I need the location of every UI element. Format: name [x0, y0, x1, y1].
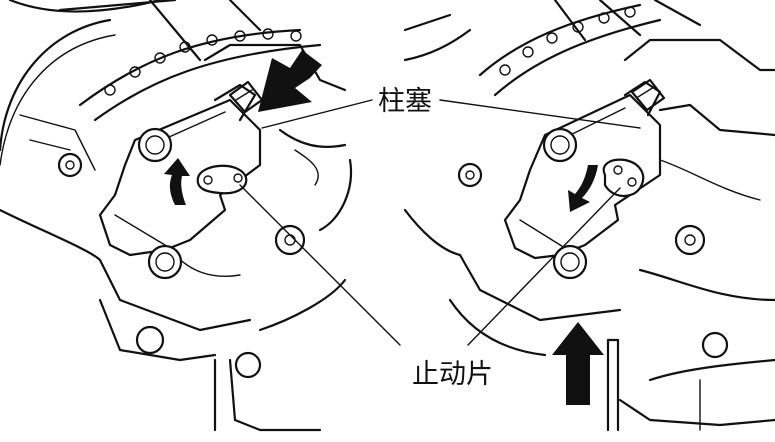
bolt-upper-right: [542, 127, 578, 163]
rotation-arrow-down-icon: [568, 165, 598, 212]
stopper-plate-left: [196, 164, 248, 195]
plunger-left: [228, 80, 264, 114]
left-view: [0, 0, 353, 432]
stopper-plate-right: [602, 158, 645, 197]
plunger-right: [630, 78, 666, 112]
push-arrow-up-icon: [552, 322, 604, 405]
leader-lines: [239, 99, 641, 346]
stopper-plate-label: 止动片: [412, 359, 493, 390]
timing-chain-left: [58, 0, 322, 122]
bolt-lower-left: [147, 244, 183, 280]
bolt-upper-left: [137, 127, 173, 163]
push-arrow-down-left-icon: [258, 50, 322, 112]
bolt-lower-right: [552, 244, 588, 280]
right-view: [403, 0, 775, 432]
rotation-arrow-up-icon: [164, 158, 190, 205]
plunger-label: 柱塞: [378, 86, 432, 117]
timing-chain-right: [478, 0, 702, 97]
stopper-pin-tool: [606, 338, 620, 432]
